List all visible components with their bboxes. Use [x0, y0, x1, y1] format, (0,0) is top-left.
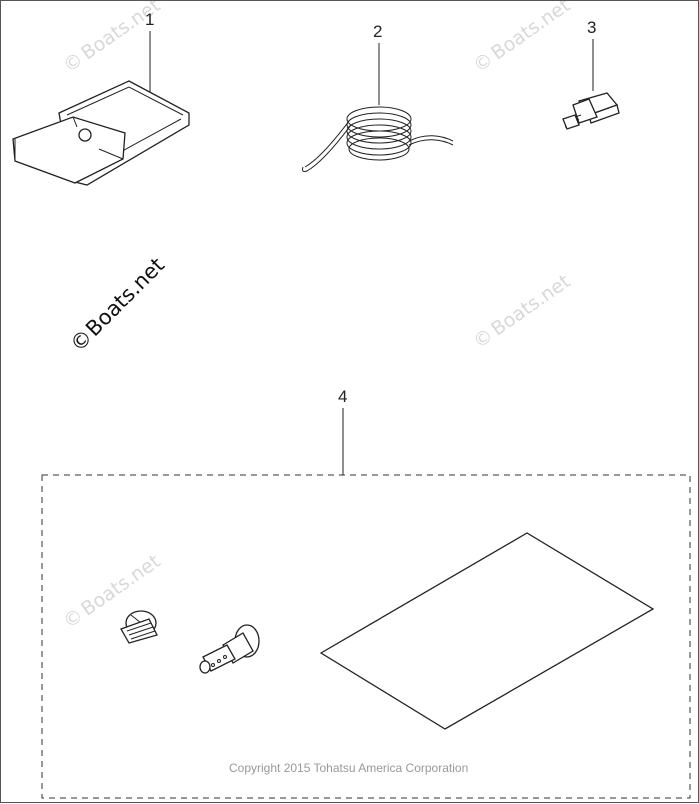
wire-coil — [302, 106, 454, 172]
watermark-dark: © Boats.net — [66, 253, 170, 357]
tool-pouch — [12, 80, 190, 186]
watermark-top-right: © Boats.net — [469, 1, 574, 77]
watermark-mid-right: © Boats.net — [469, 270, 574, 353]
jet-small — [120, 610, 158, 644]
gasket-sheet — [319, 532, 655, 730]
callout-4: 4 — [338, 387, 347, 406]
callout-2: 2 — [373, 22, 382, 41]
kit-group-box — [41, 474, 691, 799]
callout-3: 3 — [587, 18, 596, 37]
callout-1: 1 — [145, 10, 154, 29]
copyright-text: Copyright 2015 Tohatsu America Corporati… — [229, 761, 468, 775]
threaded-fitting — [562, 92, 620, 130]
watermark-text: Boats.net — [487, 270, 574, 340]
jet-long — [199, 624, 260, 674]
watermark-text: Boats.net — [77, 550, 164, 620]
watermark-text: Boats.net — [81, 253, 169, 341]
watermark-text: Boats.net — [487, 1, 574, 64]
